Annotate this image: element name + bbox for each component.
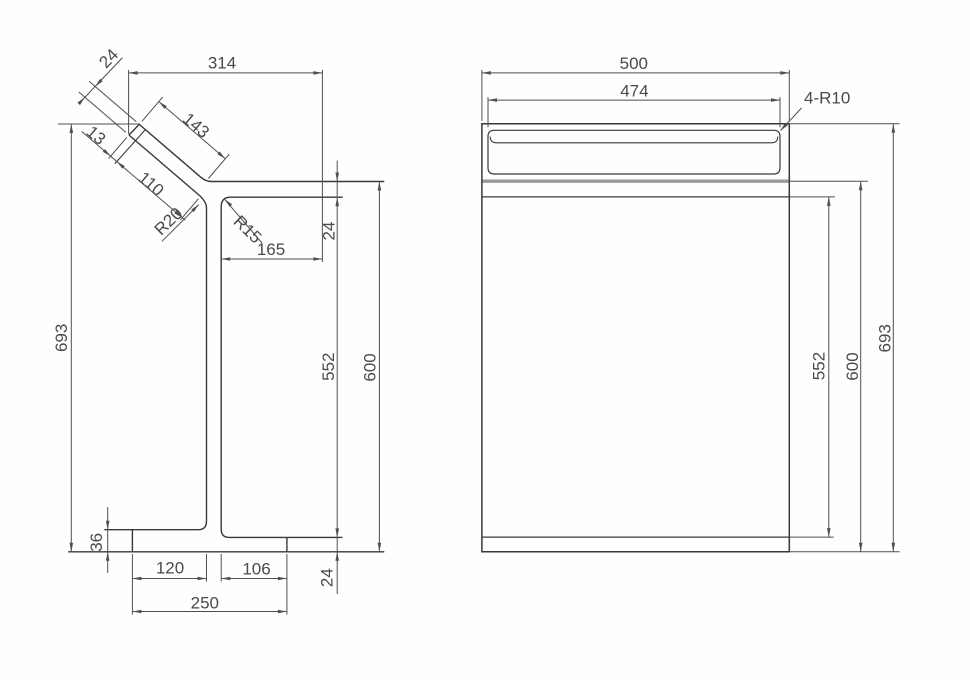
svg-text:36: 36 <box>87 533 106 552</box>
svg-text:165: 165 <box>257 240 285 259</box>
svg-text:314: 314 <box>208 54 236 73</box>
svg-text:250: 250 <box>191 594 219 613</box>
svg-text:552: 552 <box>809 352 828 380</box>
svg-text:13: 13 <box>83 122 110 149</box>
svg-text:500: 500 <box>620 54 648 73</box>
svg-text:600: 600 <box>361 353 380 381</box>
svg-text:120: 120 <box>156 559 184 578</box>
svg-text:24: 24 <box>318 568 337 587</box>
svg-text:552: 552 <box>319 353 338 381</box>
svg-text:24: 24 <box>320 222 339 241</box>
svg-text:4-R10: 4-R10 <box>804 88 850 107</box>
svg-text:600: 600 <box>843 352 862 380</box>
svg-text:693: 693 <box>876 324 895 352</box>
svg-text:R20: R20 <box>151 204 187 239</box>
svg-text:24: 24 <box>95 45 122 72</box>
svg-text:693: 693 <box>52 324 71 352</box>
svg-text:143: 143 <box>179 109 213 142</box>
svg-text:106: 106 <box>242 560 270 579</box>
svg-text:110: 110 <box>135 168 168 200</box>
svg-text:474: 474 <box>620 81 648 100</box>
